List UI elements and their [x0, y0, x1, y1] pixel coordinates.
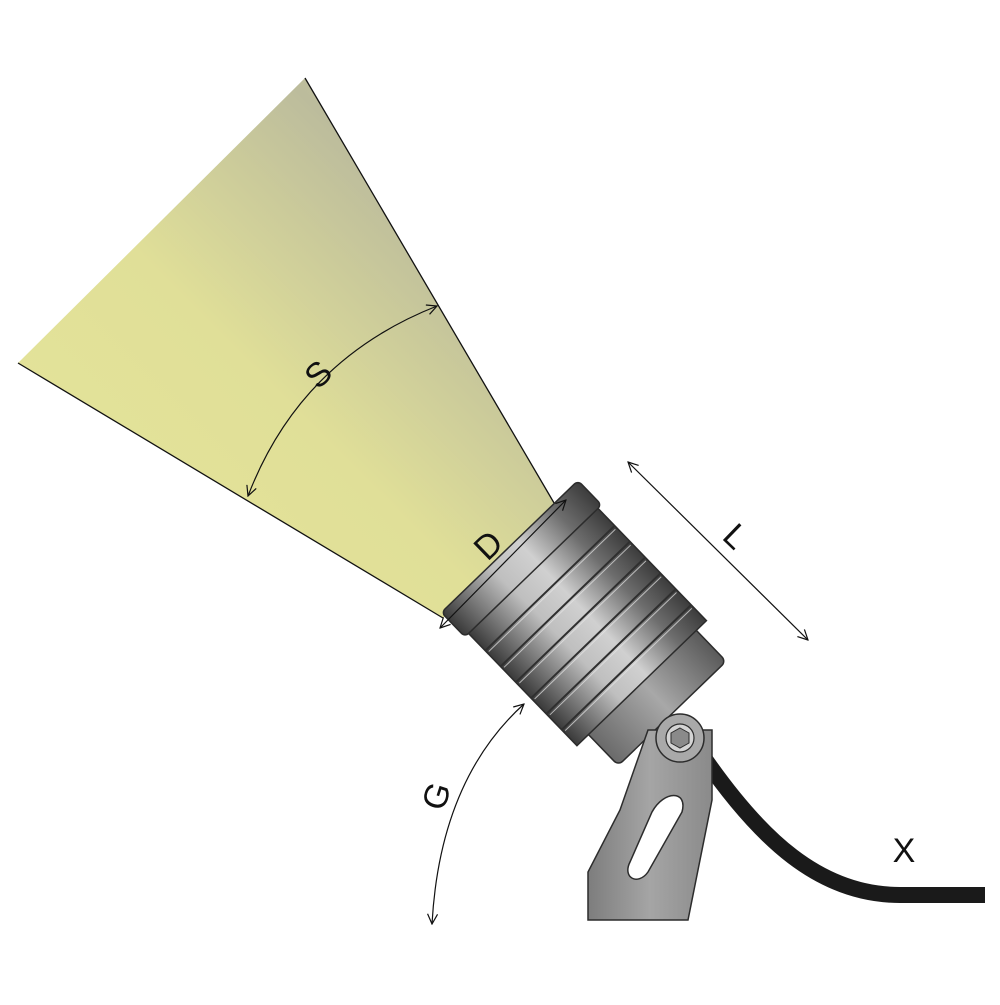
beam-spread-arc: [248, 306, 437, 496]
diameter-dimension-line: [440, 500, 566, 628]
cable-icon: [693, 747, 985, 903]
mounting-bracket-icon: [587, 713, 713, 921]
tilt-angle-arc: [432, 704, 524, 924]
label-length: L: [715, 516, 755, 556]
label-tilt-angle: G: [415, 778, 459, 815]
length-dimension-line: [628, 462, 808, 640]
label-cable: X: [893, 832, 916, 870]
